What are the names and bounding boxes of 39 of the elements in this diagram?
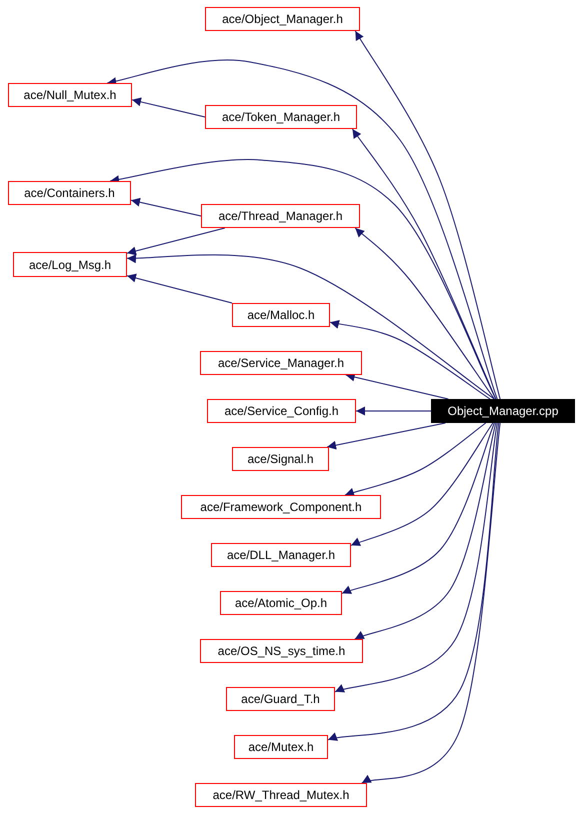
source-file-box: Object_Manager.cpp [431,399,575,423]
header-file-box: ace/Thread_Manager.h [201,204,360,228]
arrow [356,406,432,416]
arrow [126,254,495,400]
header-file-box: ace/Malloc.h [232,303,330,327]
header-file-box: ace/Log_Msg.h [13,252,127,277]
arrow [130,198,202,216]
arrow [345,372,449,400]
header-file-box: ace/Mutex.h [234,735,328,759]
header-file-box: ace/Framework_Component.h [181,495,381,519]
arrow [126,274,232,304]
arrow [326,422,446,450]
arrow [106,60,498,400]
header-file-box: ace/OS_NS_sys_time.h [200,639,363,663]
header-file-box: ace/Guard_T.h [226,687,335,711]
header-file-box: ace/DLL_Manager.h [211,543,351,567]
arrow [132,97,206,118]
arrow [354,228,495,400]
header-file-box: ace/Object_Manager.h [205,7,360,31]
arrow [110,159,496,400]
arrow [354,422,496,640]
header-file-box: ace/Null_Mutex.h [8,83,132,107]
header-file-box: ace/Service_Manager.h [200,351,362,375]
arrow [330,320,491,400]
arrow [352,128,496,400]
arrow [328,422,500,742]
arrow [354,30,501,400]
arrow [334,422,498,694]
header-file-box: ace/RW_Thread_Mutex.h [195,783,367,807]
header-file-box: ace/Token_Manager.h [205,105,357,129]
header-file-box: ace/Signal.h [232,447,329,471]
header-file-box: ace/Atomic_Op.h [220,591,342,615]
arrow [126,228,226,256]
header-file-box: ace/Service_Config.h [207,399,356,423]
arrow [342,422,495,594]
arrow [350,422,494,546]
header-file-box: ace/Containers.h [8,181,131,205]
arrow [344,422,486,497]
arrow [361,422,501,784]
